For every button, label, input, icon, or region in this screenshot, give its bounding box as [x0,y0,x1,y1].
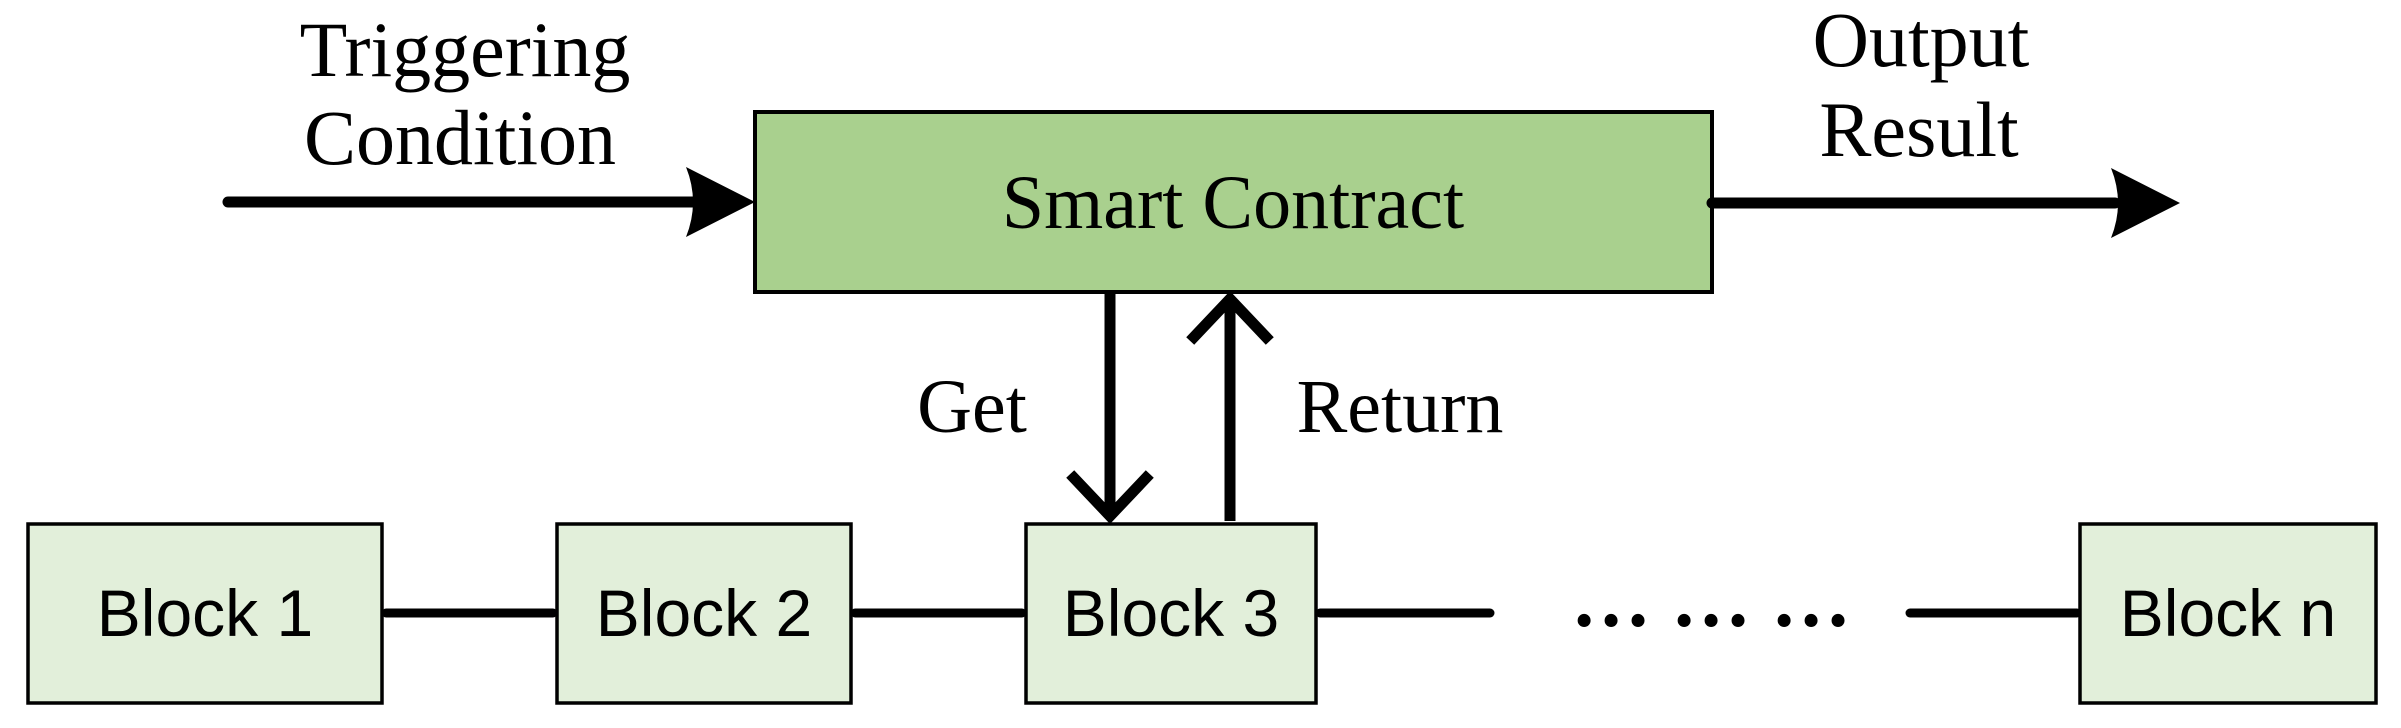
output-result-label: Output Result [1813,0,2030,173]
return-label: Return [1297,365,1504,449]
output-arrow [1706,168,2180,238]
chain-ellipsis: … … … [1571,556,1851,644]
block-1-node: Block 1 [26,522,384,705]
block-3-label: Block 3 [1063,576,1279,650]
block-2-node: Block 2 [555,522,853,705]
smart-contract-node: Smart Contract [753,110,1714,294]
smart-contract-label: Smart Contract [1002,161,1464,245]
block-3-node: Block 3 [1024,522,1318,705]
block-1-box [26,522,384,705]
output-result-line2: Result [1819,86,2019,173]
block-n-label: Block n [2120,576,2336,650]
triggering-arrow [222,167,755,237]
return-arrow [1186,291,1274,521]
triggering-condition-label: Triggering Condition [300,6,631,181]
block-1-label: Block 1 [97,576,313,650]
output-result-line1: Output [1813,0,2030,83]
triggering-condition-line2: Condition [304,94,616,181]
get-label: Get [917,365,1027,449]
block-n-node: Block n [2078,522,2378,705]
smart-contract-box [753,110,1714,294]
block-n-box [2078,522,2378,705]
get-arrow [1066,294,1154,524]
triggering-condition-line1: Triggering [300,6,631,93]
block-3-box [1024,522,1318,705]
block-2-label: Block 2 [596,576,812,650]
